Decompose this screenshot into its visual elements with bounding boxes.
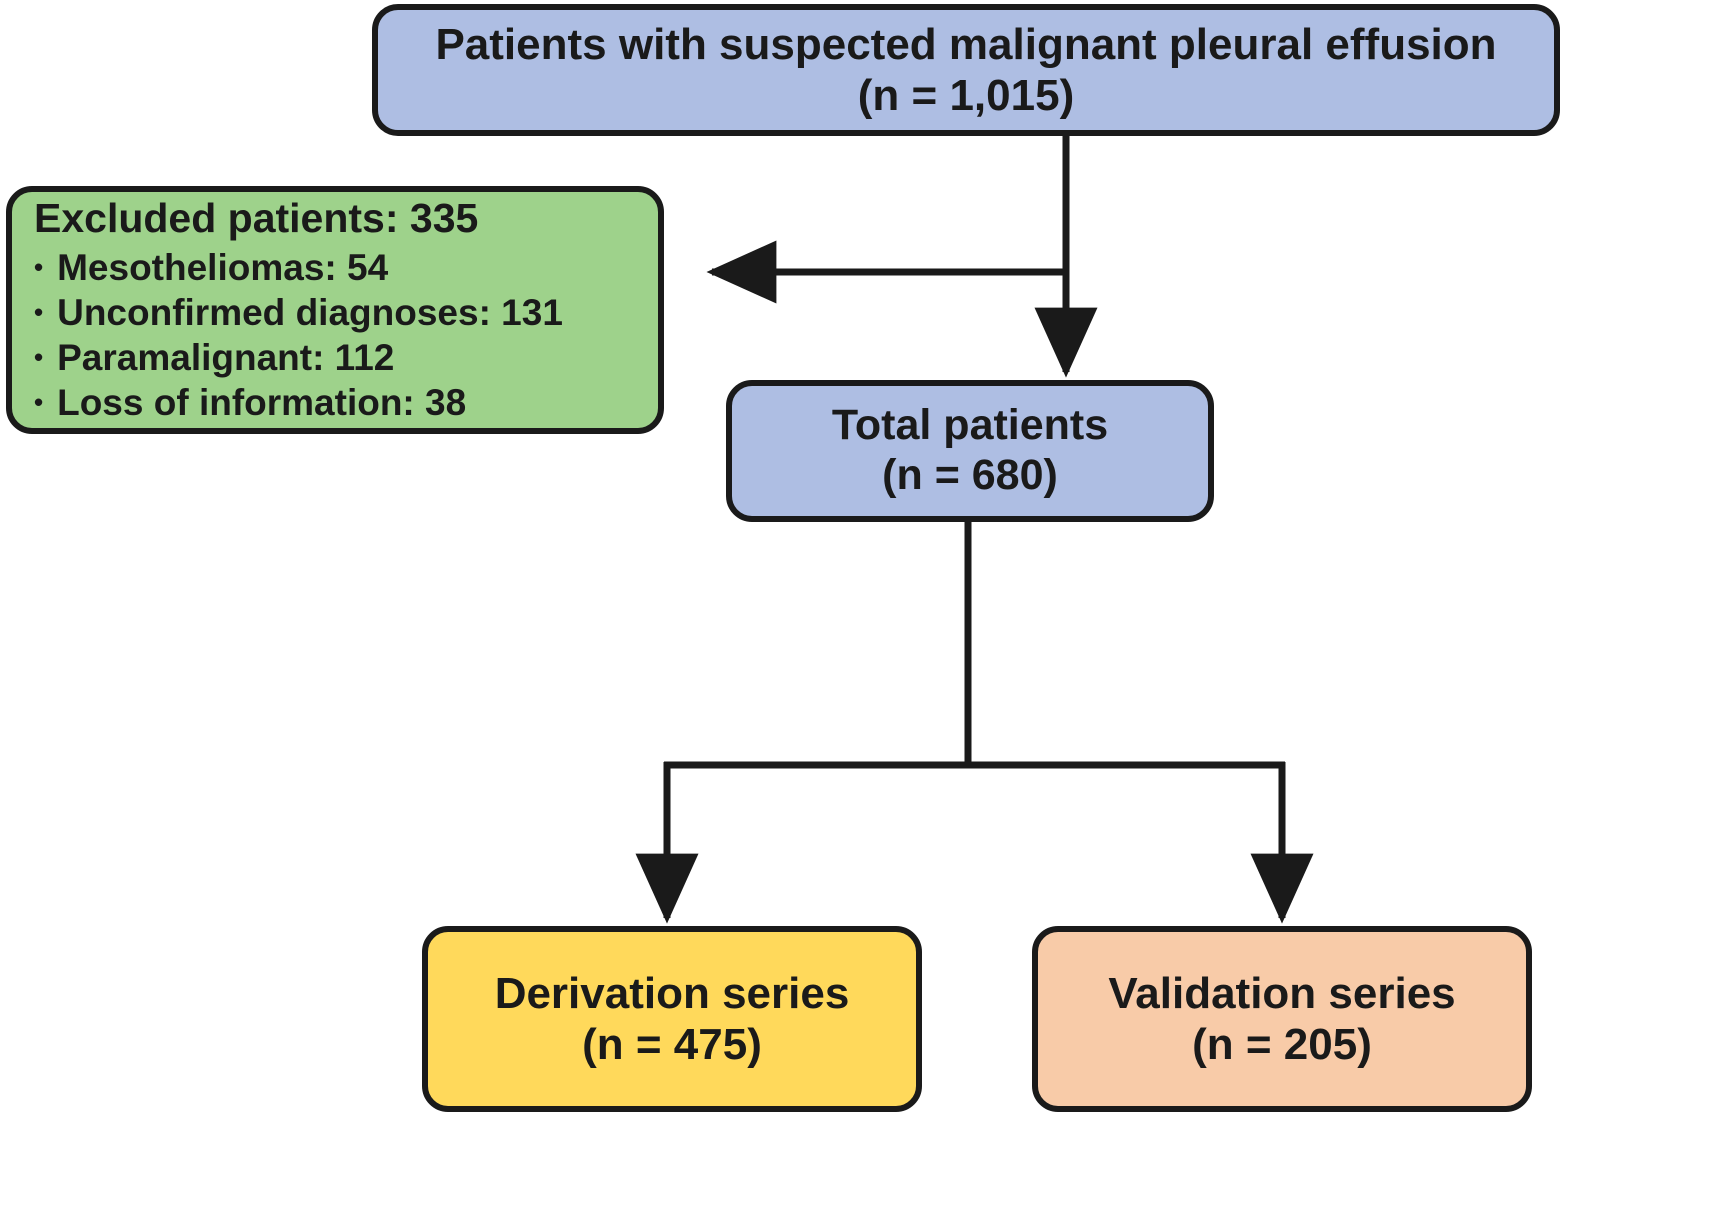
node-suspected-mpe: Patients with suspected malignant pleura…	[372, 4, 1560, 136]
node-total-patients: Total patients (n = 680)	[726, 380, 1214, 522]
node-validation-series-line1: Validation series	[1108, 968, 1456, 1018]
node-validation-series-line2: (n = 205)	[1192, 1020, 1372, 1069]
node-excluded-patients: Excluded patients: 335 • Mesotheliomas: …	[6, 186, 664, 434]
node-total-patients-line1: Total patients	[831, 401, 1109, 450]
excluded-reason-list: • Mesotheliomas: 54 • Unconfirmed diagno…	[34, 245, 563, 426]
excluded-reason-label: Mesotheliomas: 54	[57, 246, 389, 288]
list-item: • Mesotheliomas: 54	[34, 245, 563, 290]
bullet-icon: •	[34, 251, 44, 282]
node-suspected-mpe-line2: (n = 1,015)	[857, 71, 1075, 120]
excluded-reason-label: Unconfirmed diagnoses: 131	[57, 291, 563, 333]
node-derivation-series: Derivation series (n = 475)	[422, 926, 922, 1112]
bullet-icon: •	[34, 296, 44, 327]
node-derivation-series-line2: (n = 475)	[582, 1020, 762, 1069]
node-validation-series: Validation series (n = 205)	[1032, 926, 1532, 1112]
list-item: • Unconfirmed diagnoses: 131	[34, 290, 563, 335]
excluded-header: Excluded patients: 335	[34, 194, 479, 241]
list-item: • Loss of information: 38	[34, 380, 563, 425]
list-item: • Paramalignant: 112	[34, 335, 563, 380]
bullet-icon: •	[34, 387, 44, 418]
node-derivation-series-line1: Derivation series	[494, 968, 850, 1018]
bullet-icon: •	[34, 342, 44, 373]
node-suspected-mpe-line1: Patients with suspected malignant pleura…	[435, 19, 1497, 69]
excluded-reason-label: Paramalignant: 112	[57, 337, 395, 379]
node-total-patients-line2: (n = 680)	[882, 451, 1058, 499]
excluded-reason-label: Loss of information: 38	[57, 382, 467, 424]
